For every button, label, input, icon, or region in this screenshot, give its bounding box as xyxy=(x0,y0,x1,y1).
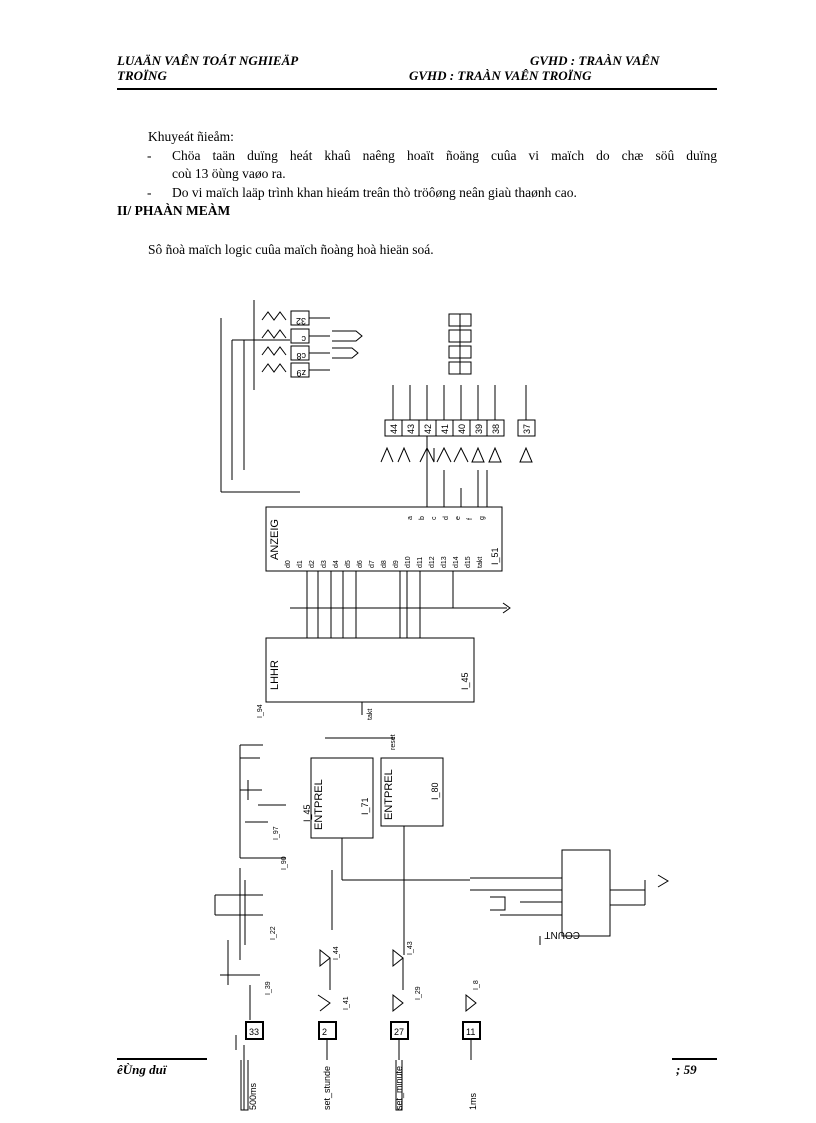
top-pin-label: 41 xyxy=(440,424,450,434)
anzeig-input-pin: takt xyxy=(477,557,484,568)
left-pin-label: 32 xyxy=(296,316,306,326)
lhhr-label: LHHR xyxy=(269,660,281,690)
anzeig-input-pin: d0 xyxy=(285,560,292,568)
bottom-pin-label: 11 xyxy=(466,1027,475,1037)
anzeig-input-pin: d11 xyxy=(417,557,424,568)
header-left-line1: LUAÄN VAÊN TOÁT NGHIEÄP xyxy=(117,53,299,68)
top-pin-label: 43 xyxy=(406,424,416,434)
intro-text: Sô ñoà maïch logic cuûa maïch ñoàng hoà … xyxy=(148,242,434,257)
net-label: I_8 xyxy=(473,980,480,990)
lhhr-id: I_45 xyxy=(460,672,470,690)
anzeig-input-pin: d2 xyxy=(309,560,316,568)
net-label: I_43 xyxy=(407,941,414,955)
footer-rule-right xyxy=(672,1058,717,1060)
anzeig-output-pin: c xyxy=(431,516,438,520)
top-pin-label: 44 xyxy=(389,424,399,434)
top-pin-label: 39 xyxy=(474,424,484,434)
left-pin-label: z9 xyxy=(296,368,306,378)
footer-page: ; 59 xyxy=(676,1062,697,1077)
bottom-pin-label: 33 xyxy=(249,1027,259,1037)
anzeig-output-pin: e xyxy=(455,516,462,520)
footer-left: êÙng duï xyxy=(117,1062,167,1077)
footer-rule-left xyxy=(117,1058,207,1060)
count-label: COUNT xyxy=(544,929,580,940)
anzeig-input-pin: d9 xyxy=(393,560,400,568)
anzeig-output-pin: d xyxy=(443,516,450,520)
anzeig-output-pin: a xyxy=(407,516,414,520)
anzeig-id: I_51 xyxy=(490,547,500,565)
anzeig-input-pin: d8 xyxy=(381,560,388,568)
net-label: I_90 xyxy=(281,856,288,870)
anzeig-input-pin: d5 xyxy=(345,560,352,568)
bottom-signal-label: 500ms xyxy=(248,1082,258,1110)
anzeig-output-pin: g xyxy=(479,516,486,520)
header-right-line1: GVHD : TRAÀN VAÊN xyxy=(530,53,660,68)
anzeig-input-pin: d6 xyxy=(357,560,364,568)
header-left-line2: TROÏNG xyxy=(117,68,167,83)
bottom-signal-label: set_minute xyxy=(394,1066,404,1110)
anzeig-input-pin: d13 xyxy=(441,556,448,568)
entprel-right-id: I_80 xyxy=(430,782,440,800)
anzeig-label: ANZEIG xyxy=(269,519,281,560)
entprel-left-id: I_45 xyxy=(302,804,312,822)
anzeig-input-pin: d12 xyxy=(429,556,436,568)
bottom-signal-label: set_stunde xyxy=(322,1066,332,1110)
net-label: I_44 xyxy=(333,946,340,960)
net-label: I_97 xyxy=(273,826,280,840)
drawbacks-title: Khuyeát ñieåm: xyxy=(148,129,234,144)
anzeig-input-pin: d1 xyxy=(297,560,304,568)
net-label: I_22 xyxy=(270,926,277,940)
entprel-left-label: ENTPREL xyxy=(313,779,325,830)
entprel-right-label: ENTPREL xyxy=(383,769,395,820)
left-pin-label: c8 xyxy=(296,351,306,361)
bottom-pin-label: 27 xyxy=(394,1027,404,1037)
section-title: II/ PHAÀN MEÀM xyxy=(117,203,231,218)
anzeig-input-pin: d4 xyxy=(333,560,340,568)
net-label: takt xyxy=(367,709,374,720)
net-label: I_41 xyxy=(343,996,350,1010)
bullet2: Do vi maïch laäp trình khan hieám treân … xyxy=(172,185,577,200)
header-rule xyxy=(117,88,717,90)
net-label: I_39 xyxy=(265,981,272,995)
top-pin-label: 42 xyxy=(423,424,433,434)
anzeig-input-pin: d10 xyxy=(405,556,412,568)
bullet1-line2: coù 13 öùng vaøo ra. xyxy=(172,166,286,181)
top-pin-label: 40 xyxy=(457,424,467,434)
anzeig-input-pin: d14 xyxy=(453,556,460,568)
anzeig-output-pin: f xyxy=(467,518,474,520)
anzeig-input-pin: d7 xyxy=(369,560,376,568)
net-label: I_29 xyxy=(415,986,422,1000)
anzeig-input-pin: d3 xyxy=(321,560,328,568)
anzeig-input-pin: d15 xyxy=(465,556,472,568)
anzeig-output-pin: b xyxy=(419,516,426,520)
entprel-left-inst: I_71 xyxy=(360,797,370,815)
left-pin-label: c xyxy=(301,334,306,344)
header-right-line2: GVHD : TRAÀN VAÊN TROÏNG xyxy=(409,68,592,83)
net-label: reset xyxy=(390,734,397,750)
bullet1-line1: Chöa taän duïng heát khaû naêng hoaït ño… xyxy=(172,148,717,163)
bullet-dash-2: - xyxy=(147,185,152,200)
bullet-dash-1: - xyxy=(147,148,152,163)
bottom-signal-label: 1ms xyxy=(468,1092,478,1110)
net-label: I_94 xyxy=(257,704,264,718)
top-pin-label: 38 xyxy=(491,424,501,434)
top-pin-label: 37 xyxy=(522,424,532,434)
bottom-pin-label: 2 xyxy=(322,1027,327,1037)
